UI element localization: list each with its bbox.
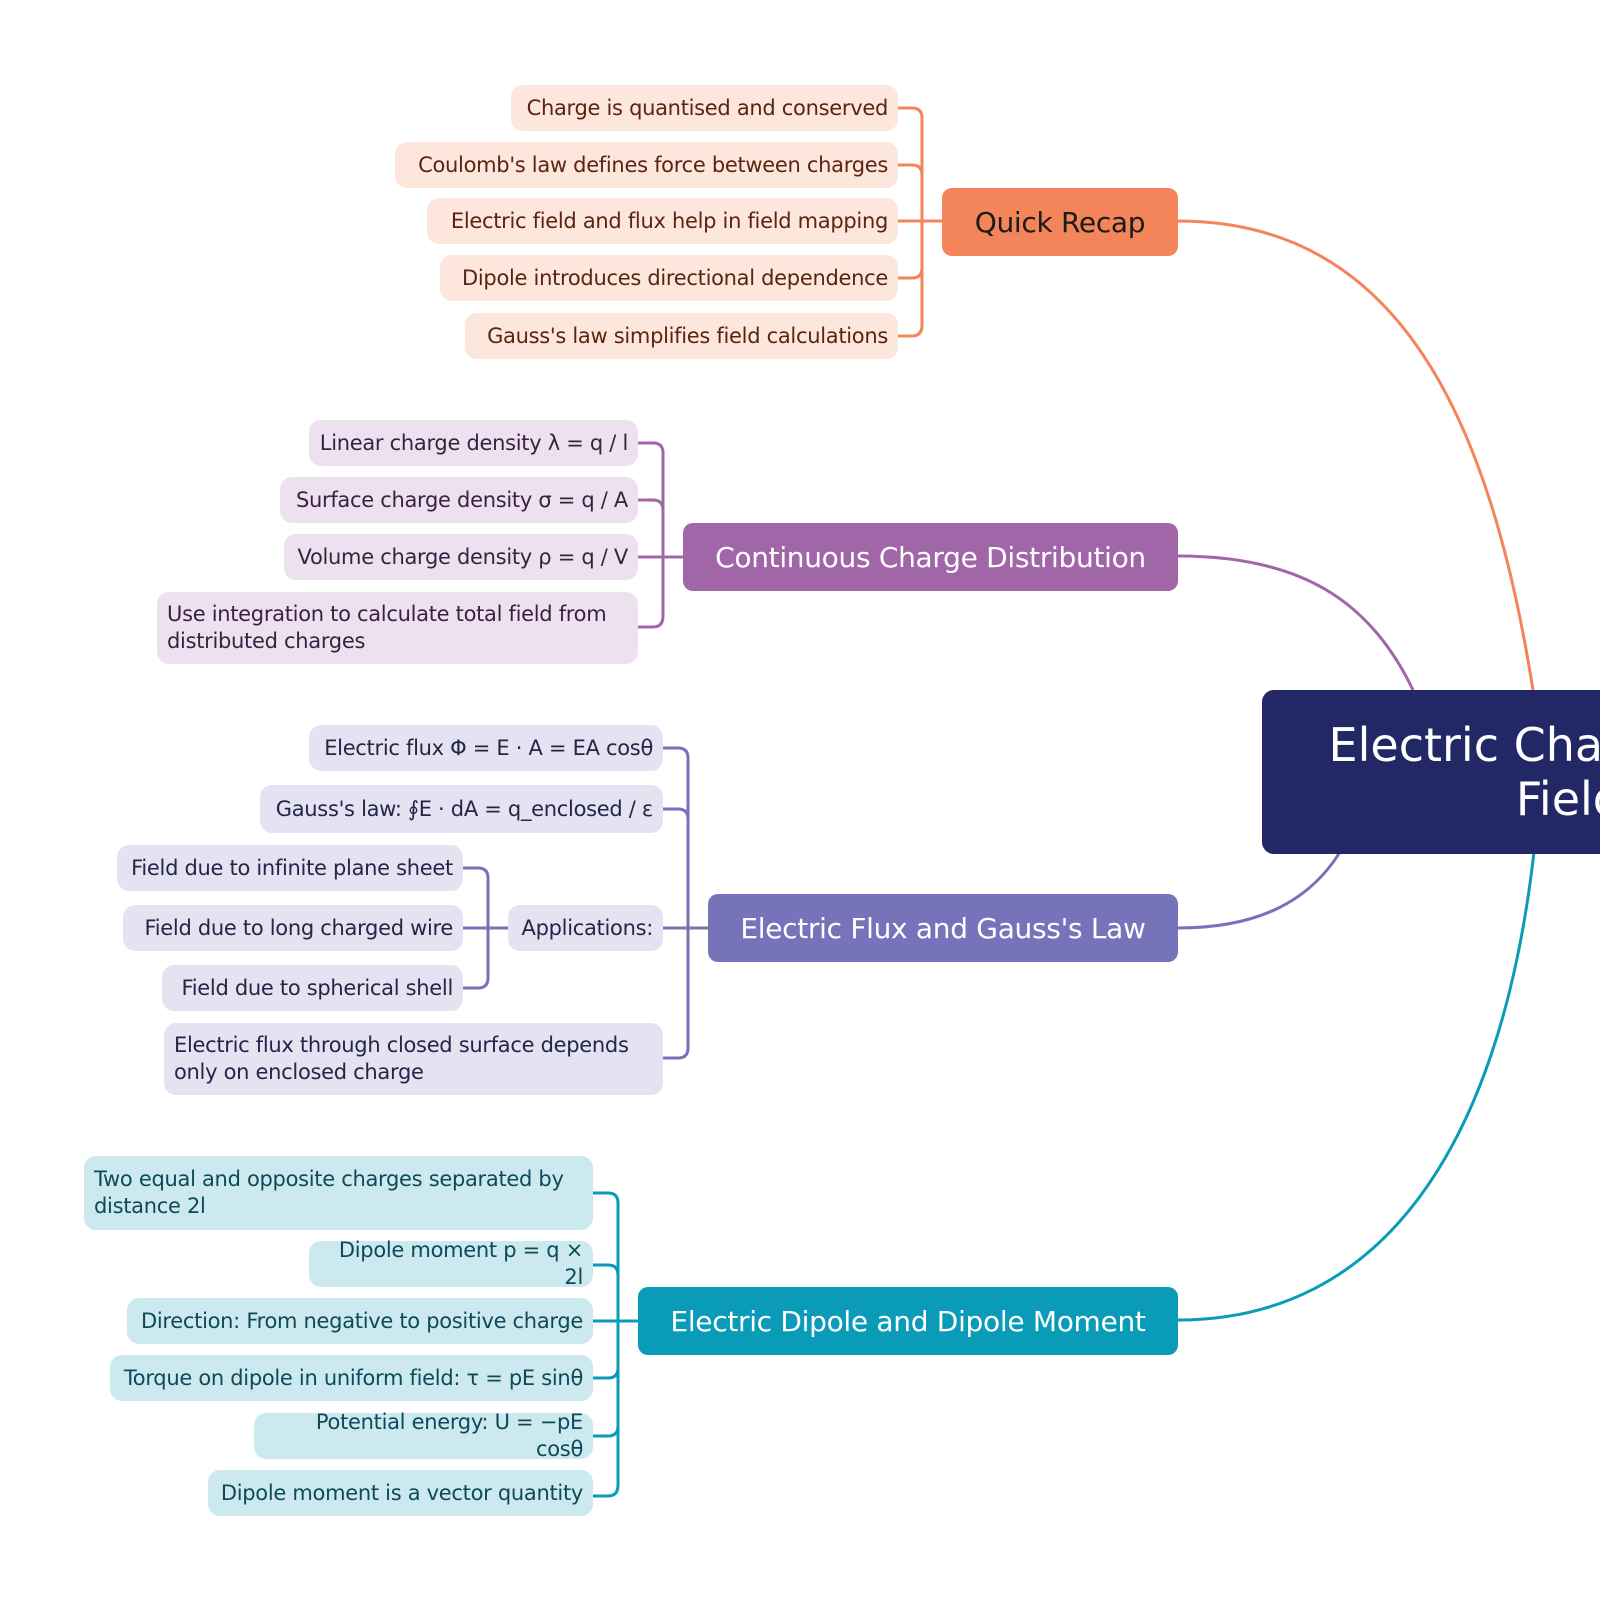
root-title-line1: Electric Char	[1328, 718, 1600, 772]
leaf-continuous-1[interactable]: Linear charge density λ = q / l	[309, 420, 638, 466]
leaf-text: Torque on dipole in uniform field: τ = p…	[123, 1365, 583, 1390]
leaf-text: Dipole introduces directional dependence	[462, 265, 888, 290]
leaf-dipole-3[interactable]: Direction: From negative to positive cha…	[127, 1298, 593, 1344]
leaf-flux-4[interactable]: Electric flux through closed surface dep…	[164, 1023, 663, 1095]
leaf-text: Gauss's law simplifies field calculation…	[487, 323, 888, 348]
connector-flux-leaves	[463, 746, 708, 1060]
leaf-quick-recap-3[interactable]: Electric field and flux help in field ma…	[427, 198, 898, 244]
leaf-dipole-6[interactable]: Dipole moment is a vector quantity	[208, 1470, 593, 1516]
leaf-flux-2[interactable]: Gauss's law: ∮E · dA = q_enclosed / ε	[260, 785, 663, 833]
branch-electric-flux[interactable]: Electric Flux and Gauss's Law	[708, 894, 1178, 962]
leaf-text: Field due to long charged wire	[144, 915, 454, 940]
leaf-application-1[interactable]: Field due to infinite plane sheet	[117, 845, 463, 891]
leaf-quick-recap-2[interactable]: Coulomb's law defines force between char…	[395, 142, 898, 188]
leaf-text: Surface charge density σ = q / A	[295, 487, 628, 512]
leaf-text: Applications:	[521, 915, 654, 940]
branch-quick-recap[interactable]: Quick Recap	[942, 188, 1178, 256]
leaf-dipole-4[interactable]: Torque on dipole in uniform field: τ = p…	[110, 1355, 593, 1401]
connector-continuous-leaves	[638, 441, 683, 629]
leaf-dipole-2[interactable]: Dipole moment p = q × 2l	[309, 1238, 593, 1289]
connector-root-quick-recap	[1177, 219, 1535, 691]
leaf-text: Field due to infinite plane sheet	[131, 855, 453, 880]
leaf-quick-recap-1[interactable]: Charge is quantised and conserved	[511, 85, 898, 131]
leaf-text: Linear charge density λ = q / l	[319, 430, 629, 455]
leaf-text: Electric field and flux help in field ma…	[450, 208, 888, 233]
branch-label: Continuous Charge Distribution	[715, 540, 1146, 574]
branch-label: Quick Recap	[974, 205, 1146, 239]
leaf-text: Coulomb's law defines force between char…	[418, 152, 888, 177]
leaf-quick-recap-4[interactable]: Dipole introduces directional dependence	[440, 255, 898, 301]
branch-label: Electric Flux and Gauss's Law	[740, 911, 1146, 945]
leaf-text: Potential energy: U = −pE cosθ	[315, 1410, 583, 1461]
leaf-text: Charge is quantised and conserved	[526, 95, 889, 120]
leaf-text: Two equal and opposite charges separated…	[94, 1167, 564, 1218]
leaf-text: Dipole moment is a vector quantity	[220, 1480, 583, 1505]
leaf-text: Dipole moment p = q × 2l	[338, 1238, 583, 1289]
leaf-flux-applications[interactable]: Applications:	[508, 905, 663, 951]
leaf-application-3[interactable]: Field due to spherical shell	[162, 965, 463, 1011]
branch-electric-dipole[interactable]: Electric Dipole and Dipole Moment	[638, 1287, 1178, 1355]
leaf-continuous-4[interactable]: Use integration to calculate total field…	[157, 592, 638, 664]
leaf-text: Electric flux Φ = E · A = EA cosθ	[324, 735, 653, 760]
leaf-quick-recap-5[interactable]: Gauss's law simplifies field calculation…	[465, 313, 898, 359]
branch-label: Electric Dipole and Dipole Moment	[670, 1304, 1146, 1338]
root-title-line2: Field	[1515, 772, 1600, 826]
connector-quick-recap-leaves	[898, 106, 942, 338]
leaf-dipole-5[interactable]: Potential energy: U = −pE cosθ	[254, 1410, 593, 1461]
leaf-text: Field due to spherical shell	[181, 975, 454, 1000]
leaf-text: Direction: From negative to positive cha…	[141, 1308, 583, 1333]
leaf-text: Electric flux through closed surface dep…	[174, 1033, 629, 1084]
leaf-text: Use integration to calculate total field…	[167, 602, 607, 653]
connector-root-dipole	[1177, 851, 1536, 1322]
leaf-text: Volume charge density ρ = q / V	[297, 544, 629, 569]
connector-dipole-leaves	[593, 1191, 638, 1498]
leaf-dipole-1[interactable]: Two equal and opposite charges separated…	[84, 1156, 593, 1230]
root-node[interactable]: Electric Char Field	[1262, 690, 1600, 854]
leaf-continuous-3[interactable]: Volume charge density ρ = q / V	[284, 534, 638, 580]
branch-continuous-charge[interactable]: Continuous Charge Distribution	[683, 523, 1178, 591]
connector-root-continuous	[1177, 554, 1415, 691]
connector-root-flux	[1177, 851, 1342, 930]
leaf-continuous-2[interactable]: Surface charge density σ = q / A	[280, 477, 638, 523]
leaf-application-2[interactable]: Field due to long charged wire	[123, 905, 463, 951]
leaf-flux-1[interactable]: Electric flux Φ = E · A = EA cosθ	[309, 725, 663, 771]
leaf-text: Gauss's law: ∮E · dA = q_enclosed / ε	[275, 796, 654, 821]
